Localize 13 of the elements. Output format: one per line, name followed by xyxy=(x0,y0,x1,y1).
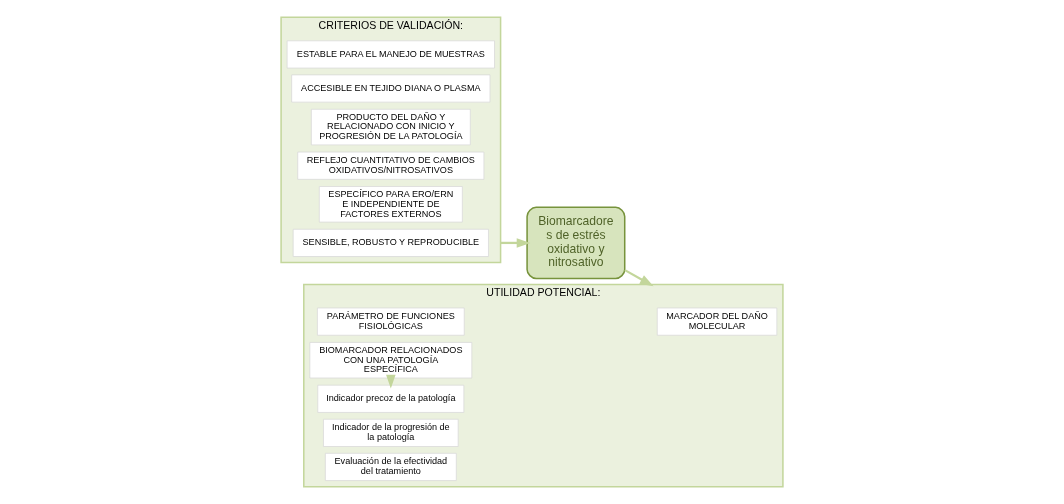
node-box: ACCESIBLE EN TEJIDO DIANA O PLASMA xyxy=(291,74,491,103)
node-box: Evaluación de la efectividad del tratamiento xyxy=(325,452,457,481)
node-box: REFLEJO CUANTITATIVO DE CAMBIOS OXIDATIVOS/NITROSATIVOS xyxy=(297,151,485,180)
node-box: SENSIBLE, ROBUSTO Y REPRODUCIBLE xyxy=(292,228,489,257)
node-box: Indicador de la progresión de la patología xyxy=(323,418,459,447)
node-box: MARCADOR DEL DAÑO MOLECULAR xyxy=(656,307,778,336)
node-box: PARÁMETRO DE FUNCIONES FISIOLÓGICAS xyxy=(317,307,465,336)
node-box: ESPECÍFICO PARA ERO/ERN E INDEPENDIENTE DE FACTORES EXTERNOS xyxy=(318,186,463,223)
node-box: Biomarcadores de estrés oxidativo y nitrosativo xyxy=(526,206,626,280)
arrow xyxy=(624,269,654,287)
node-box: PRODUCTO DEL DAÑO Y RELACIONADO CON INICIO Y PROGRESIÓN DE LA PATOLOGÍA xyxy=(311,108,471,146)
node-box: ESTABLE PARA EL MANEJO DE MUESTRAS xyxy=(286,40,495,69)
node-box: Indicador precoz de la patología xyxy=(317,384,465,413)
